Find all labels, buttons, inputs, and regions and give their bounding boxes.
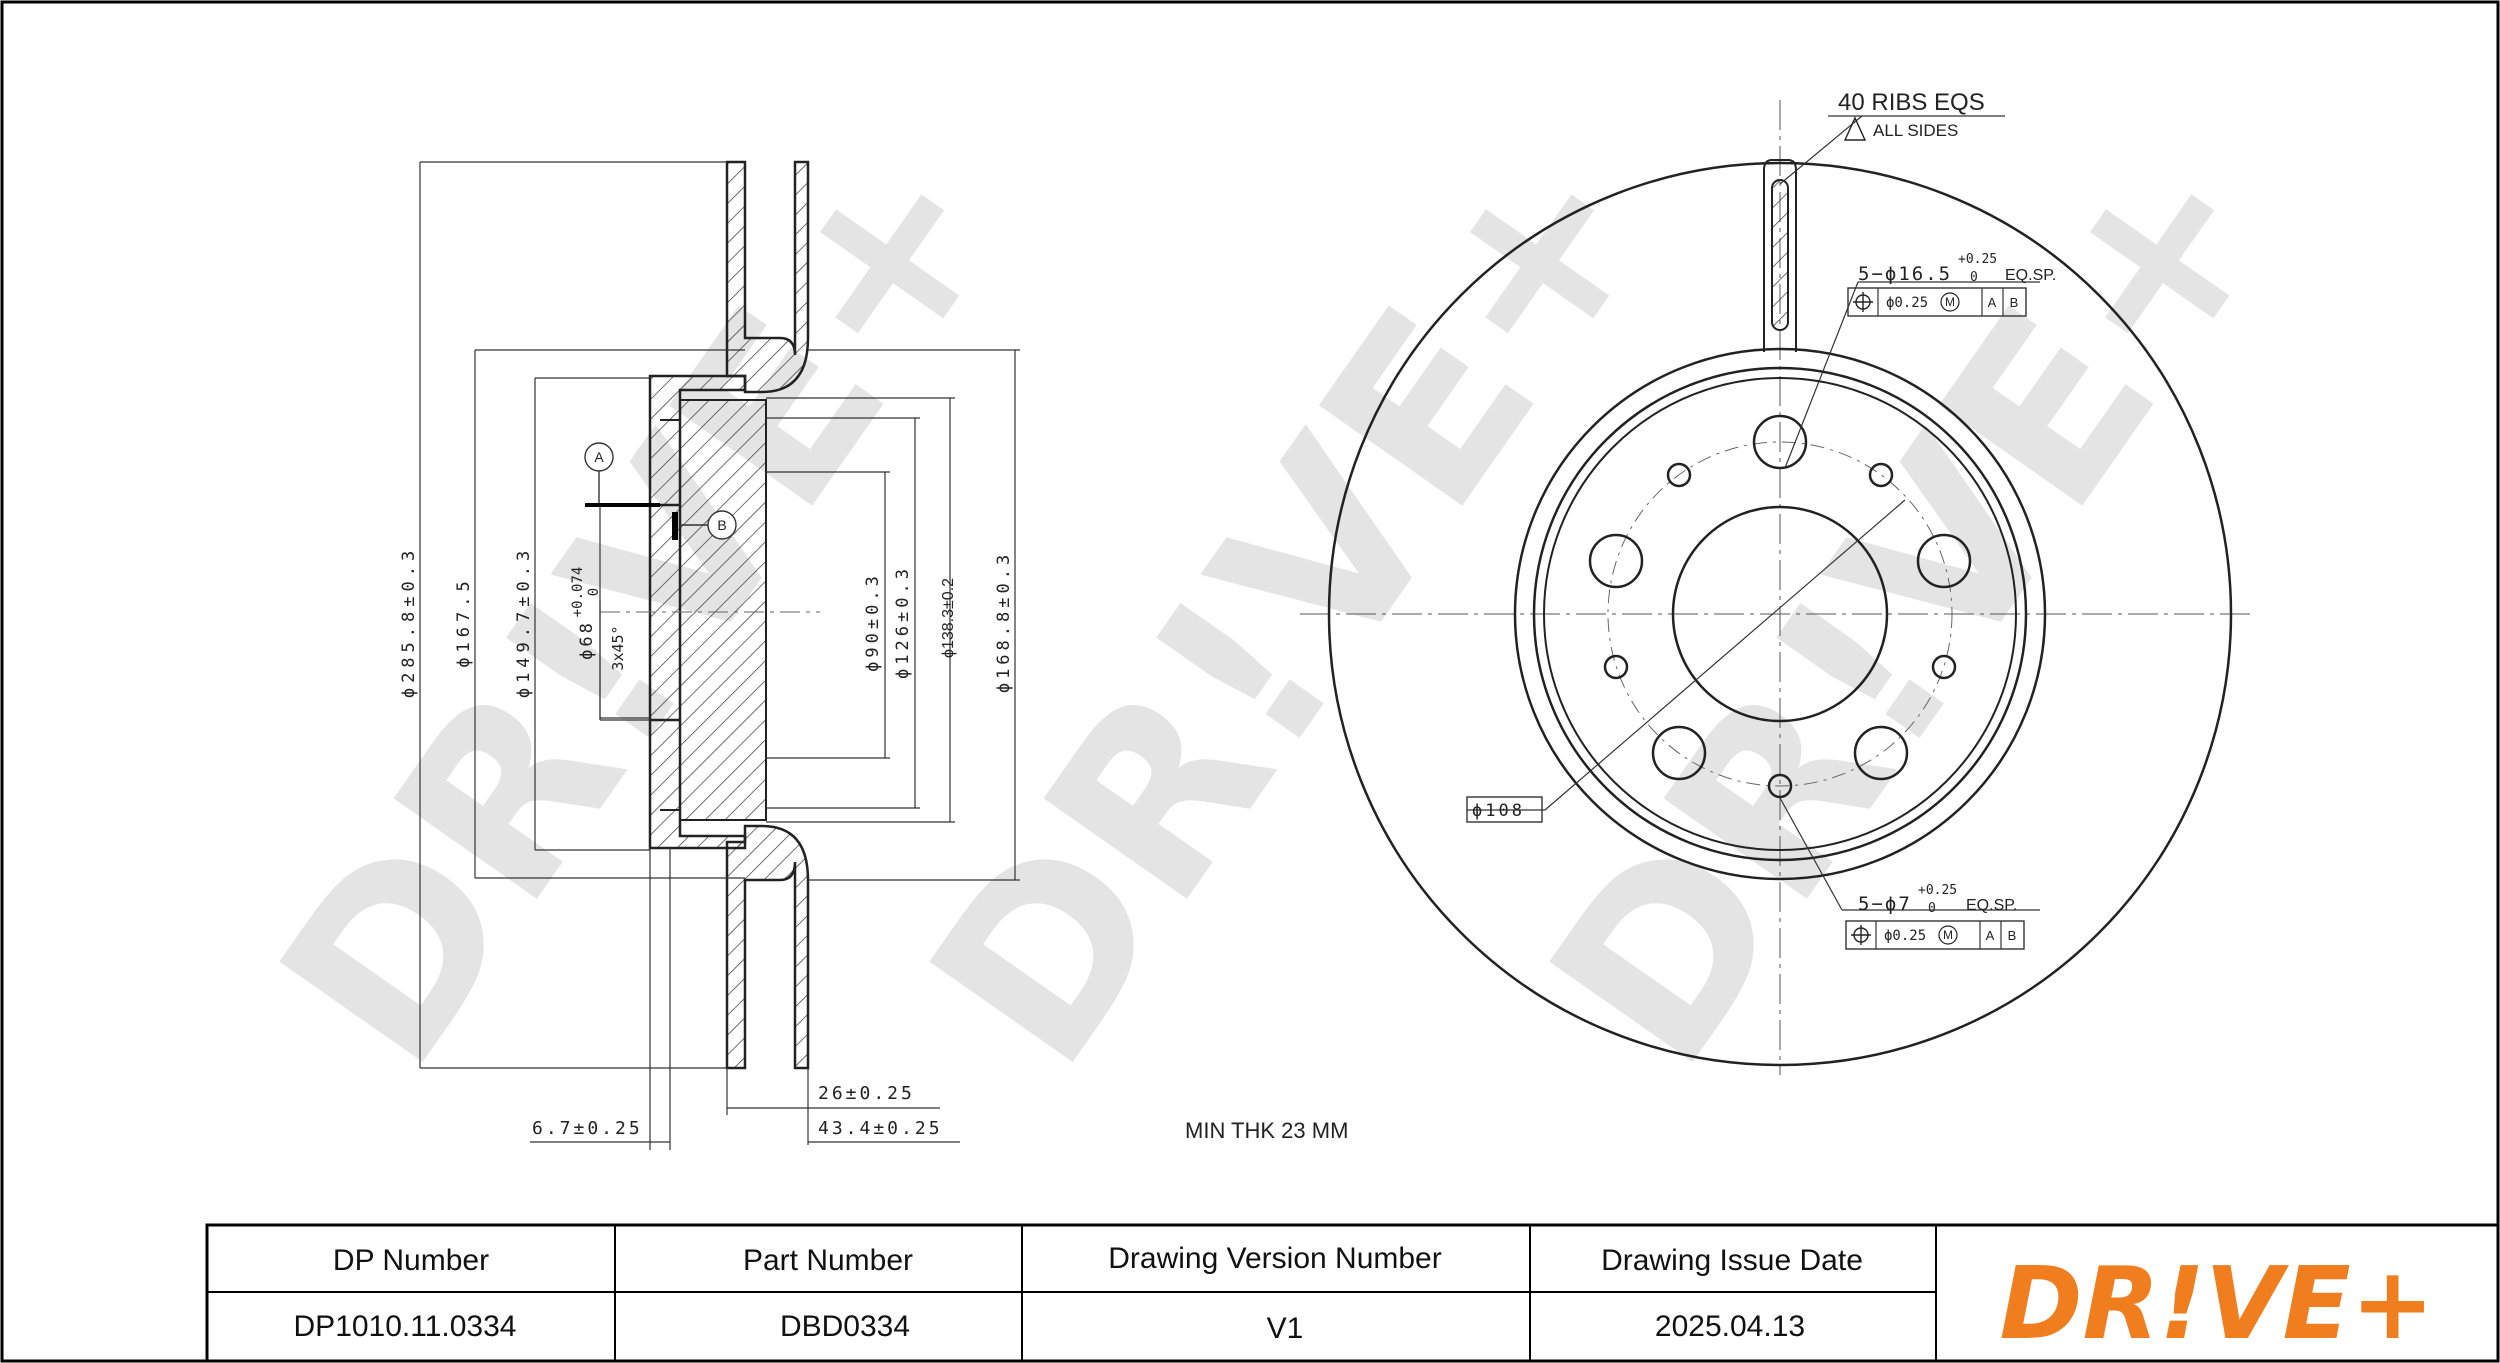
- holes2-tol-lower: 0: [1928, 901, 1936, 916]
- fcf2: ϕ0.25 M A B: [1845, 920, 2025, 950]
- section-view: [419, 160, 1020, 1150]
- disc-outer: [1327, 161, 2233, 1067]
- section-hat: [648, 374, 747, 850]
- datum-b-label: B: [717, 517, 726, 533]
- value-dp-number: DP1010.11.0334: [294, 1310, 517, 1343]
- small-holes: [1603, 462, 1957, 799]
- ribs-note: 40 RIBS EQS: [1838, 89, 1985, 116]
- section-view-labels: ϕ285.8±0.3 ϕ167.5 ϕ149.7±0.3 ϕ68 +0.074 …: [399, 449, 1014, 1139]
- holes2-prefix: 5−ϕ7: [1858, 893, 1912, 915]
- section-top-ring: [725, 160, 810, 394]
- fcf1-datum-a: A: [1988, 295, 1997, 310]
- dim-d149: ϕ149.7±0.3: [514, 546, 534, 698]
- disc-ring-3: [1543, 377, 2017, 851]
- datum-a-label: A: [594, 449, 604, 465]
- header-part-number: Part Number: [743, 1244, 913, 1277]
- dim-offset67: 6.7±0.25: [532, 1118, 643, 1139]
- dim-bore-prefix: ϕ68: [577, 620, 597, 660]
- dim-d167: ϕ167.5: [454, 576, 474, 667]
- title-block: DP Number Part Number Drawing Version Nu…: [205, 1223, 2500, 1363]
- header-dp-number: DP Number: [333, 1244, 489, 1277]
- fcf1-datum-b: B: [2010, 295, 2019, 310]
- dim-width26: 26±0.25: [818, 1083, 915, 1104]
- bolt-circle: [1607, 441, 1953, 787]
- holes1-tol-lower: 0: [1970, 270, 1978, 285]
- large-holes: [1588, 414, 1972, 781]
- large-hole: [1853, 725, 1909, 781]
- section-horizontal-dims: [530, 848, 960, 1150]
- front-view-labels: 40 RIBS EQS ALL SIDES 5−ϕ16.5 +0.25 0 EQ…: [1472, 89, 2056, 950]
- min-thickness-note: MIN THK 23 MM: [1185, 1118, 1348, 1143]
- section-bottom-ring: [725, 824, 810, 1070]
- fcf2-modifier: M: [1943, 928, 1953, 942]
- front-leaders: [1467, 115, 2040, 911]
- dim-d126: ϕ126±0.3: [893, 565, 913, 679]
- holes2-suffix: EQ.SP.: [1966, 897, 2017, 914]
- fcf2-datum-b: B: [2008, 928, 2017, 943]
- dim-bore-tol-upper: +0.074: [570, 567, 586, 618]
- dim-chamfer: 3x45°: [609, 625, 627, 670]
- holes1-prefix: 5−ϕ16.5: [1858, 263, 1952, 285]
- header-drawing-version: Drawing Version Number: [1108, 1242, 1441, 1275]
- small-hole: [1868, 462, 1894, 488]
- large-hole: [1651, 725, 1707, 781]
- disc-ring-1: [1513, 347, 2047, 881]
- dim-d138: ϕ138.3±0.2: [940, 578, 957, 658]
- front-view: [1300, 100, 2250, 1075]
- brand-logo: DR!VE+: [1999, 1245, 2434, 1362]
- pcd-box: [1466, 796, 1543, 823]
- pcd-label: ϕ108: [1472, 801, 1525, 821]
- fcf1: ϕ0.25 M A B: [1847, 287, 2027, 317]
- dim-width43: 43.4±0.25: [818, 1118, 943, 1139]
- disc-ring-2: [1532, 366, 2028, 862]
- holes1-suffix: EQ.SP.: [2005, 267, 2056, 284]
- value-drawing-version: V1: [1267, 1312, 1304, 1345]
- value-part-number: DBD0334: [780, 1310, 910, 1343]
- watermark-group: DR!VE+ DR!VE+ DR!VE+: [227, 97, 2325, 1113]
- centre-bore: [1671, 505, 1889, 723]
- ribs-symbol: [1843, 116, 1867, 141]
- large-hole: [1752, 414, 1808, 470]
- fcf1-tolerance: ϕ0.25: [1886, 295, 1928, 311]
- value-issue-date: 2025.04.13: [1655, 1310, 1805, 1343]
- fcf1-modifier: M: [1945, 295, 1955, 309]
- small-hole: [1666, 462, 1692, 488]
- rib-slot: [1763, 159, 1797, 352]
- dim-d90: ϕ90±0.3: [863, 572, 883, 672]
- small-hole: [1767, 773, 1793, 799]
- header-issue-date: Drawing Issue Date: [1601, 1244, 1863, 1277]
- ribs-sub: ALL SIDES: [1873, 121, 1958, 140]
- fcf2-tolerance: ϕ0.25: [1884, 928, 1926, 944]
- small-hole: [1931, 654, 1957, 680]
- large-hole: [1588, 533, 1644, 589]
- section-hub-face: [679, 399, 767, 821]
- large-hole: [1916, 533, 1972, 589]
- dim-bore-tol-lower: 0: [586, 588, 602, 596]
- holes2-tol-upper: +0.25: [1918, 883, 1957, 898]
- fcf2-datum-a: A: [1986, 928, 1995, 943]
- dim-outer-diameter: ϕ285.8±0.3: [399, 546, 419, 698]
- holes1-tol-upper: +0.25: [1958, 252, 1997, 267]
- small-hole: [1603, 654, 1629, 680]
- dim-d168: ϕ168.8±0.3: [994, 551, 1014, 693]
